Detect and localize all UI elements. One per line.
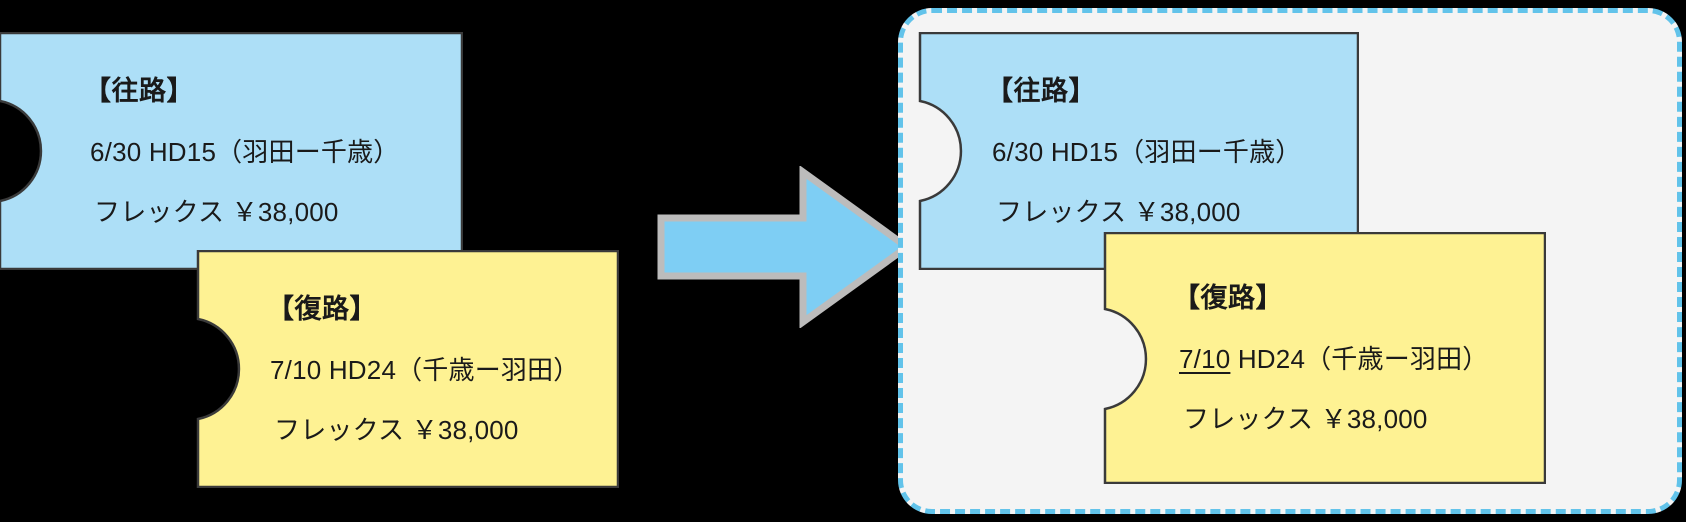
ticket-flight-date-highlight: 7/10 (1179, 343, 1231, 374)
ticket-flight: 6/30 HD15（羽田ー千歳） (90, 136, 400, 167)
ticket-fare: フレックス ￥38,000 (1183, 403, 1428, 434)
after-outbound-ticket[interactable]: 【往路】 6/30 HD15（羽田ー千歳） フレックス ￥38,000 (860, 32, 1359, 270)
ticket-fare: フレックス ￥38,000 (94, 196, 339, 227)
ticket-title: 【往路】 (986, 75, 1096, 106)
ticket-shape-return (196, 250, 619, 488)
right-arrow-icon (655, 166, 913, 328)
ticket-title: 【往路】 (84, 75, 194, 106)
ticket-flight: 7/10 HD24（千歳ー羽田） (270, 354, 580, 385)
ticket-title: 【復路】 (267, 293, 377, 324)
ticket-flight-rest: HD24（千歳ー羽田） (1230, 343, 1489, 374)
ticket-shape-outbound (918, 32, 1359, 270)
after-return-ticket[interactable]: 【復路】 7/10 HD24（千歳ー羽田） フレックス ￥38,000 (1045, 232, 1546, 484)
before-outbound-ticket[interactable]: 【往路】 6/30 HD15（羽田ー千歳） フレックス ￥38,000 (0, 32, 463, 270)
ticket-shape-return (1103, 232, 1546, 484)
ticket-flight: 7/10 HD24（千歳ー羽田） (1179, 346, 1546, 372)
ticket-shape-outbound (0, 32, 463, 270)
ticket-title: 【復路】 (1173, 282, 1283, 313)
ticket-fare: フレックス ￥38,000 (274, 414, 519, 445)
arrow-shape (657, 166, 913, 328)
ticket-fare: フレックス ￥38,000 (996, 196, 1241, 227)
ticket-flight: 6/30 HD15（羽田ー千歳） (992, 136, 1302, 167)
before-return-ticket[interactable]: 【復路】 7/10 HD24（千歳ー羽田） フレックス ￥38,000 (138, 250, 619, 488)
